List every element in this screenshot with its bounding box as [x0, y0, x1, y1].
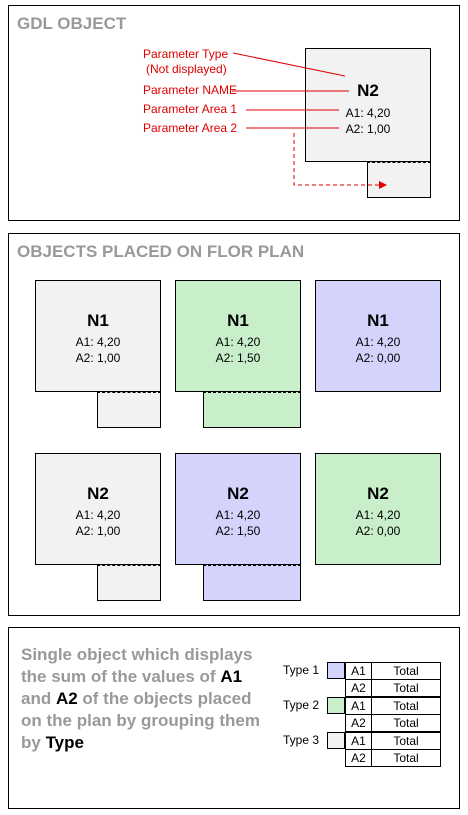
type-label: Type 2 [283, 698, 320, 712]
summary-text-and: and [21, 689, 56, 708]
type-label: Type 3 [283, 733, 320, 747]
floor-object-a1: A1: 4,20 [355, 335, 401, 349]
type-row-key: A2 [345, 714, 372, 732]
floor-object-tab [97, 565, 161, 601]
type-row-key: A1 [345, 662, 372, 680]
floor-object-body [315, 280, 441, 392]
param-type-label: Parameter Type [143, 47, 229, 61]
summary-type-word: Type [45, 733, 84, 752]
type-row-total: Total [371, 749, 441, 767]
floor-object-a1: A1: 4,20 [215, 508, 261, 522]
floor-object-a1: A1: 4,20 [75, 335, 121, 349]
floor-object-a1: A1: 4,20 [355, 508, 401, 522]
type-row-total: Total [371, 697, 441, 715]
floor-object-a2: A2: 1,00 [75, 524, 121, 538]
summary-a1: A1 [220, 667, 243, 686]
floor-object-dash [203, 392, 301, 393]
floor-object-body [315, 453, 441, 565]
gdl-object-dash [367, 162, 431, 163]
floor-object-body [175, 453, 301, 565]
gdl-object-heading: GDL OBJECT [17, 14, 127, 33]
summary-text-prefix: Single object which displays the sum of … [21, 645, 253, 686]
param-name-label: Parameter NAME [143, 83, 238, 97]
floor-object-body [35, 453, 161, 565]
summary-text-mid: of the objects placed on the plan by gro… [21, 689, 260, 752]
gdl-sample-object: N2 A1: 4,20 A2: 1,00 [305, 48, 431, 198]
type-color-swatch [327, 732, 345, 749]
gdl-object-a2: A2: 1,00 [345, 122, 391, 136]
floor-object-tab [203, 565, 301, 601]
floor-object-dash [203, 565, 301, 566]
param-area1-label: Parameter Area 1 [143, 102, 238, 116]
summary-description: Single object which displays the sum of … [21, 644, 269, 754]
floor-object-name: N2 [367, 484, 389, 503]
floor-object-a1: A1: 4,20 [215, 335, 261, 349]
type-row-total: Total [371, 732, 441, 750]
floor-object-name: N1 [367, 311, 389, 330]
gdl-object-panel: GDL OBJECT Parameter Type (Not displayed… [8, 5, 460, 221]
summary-panel: Single object which displays the sum of … [8, 627, 460, 809]
type-row-total: Total [371, 679, 441, 697]
floor-plan-heading: OBJECTS PLACED ON FLOR PLAN [17, 242, 305, 261]
type-row-key: A2 [345, 679, 372, 697]
param-type-note: (Not displayed) [146, 62, 227, 76]
gdl-object-tab [367, 162, 431, 198]
floor-object-a2: A2: 1,50 [215, 524, 261, 538]
floor-object-name: N1 [227, 311, 249, 330]
type-color-swatch [327, 662, 345, 679]
floor-object-a1: A1: 4,20 [75, 508, 121, 522]
floor-object-a2: A2: 0,00 [355, 351, 401, 365]
floor-object-body [175, 280, 301, 392]
gdl-object-name: N2 [357, 81, 379, 100]
floor-object-dash [97, 565, 161, 566]
floor-object-a2: A2: 1,00 [75, 351, 121, 365]
floor-object-tab [97, 392, 161, 428]
floor-object-name: N1 [87, 311, 109, 330]
summary-a2: A2 [55, 689, 78, 708]
floor-object-a2: A2: 1,50 [215, 351, 261, 365]
type-row-total: Total [371, 714, 441, 732]
type-row-total: Total [371, 662, 441, 680]
gdl-object-body [305, 48, 431, 162]
type-label: Type 1 [283, 663, 320, 677]
param-area2-label: Parameter Area 2 [143, 121, 238, 135]
type-row-key: A1 [345, 697, 372, 715]
type-row-key: A2 [345, 749, 372, 767]
floor-object-body [35, 280, 161, 392]
gdl-object-a1: A1: 4,20 [345, 106, 391, 120]
floor-object-a2: A2: 0,00 [355, 524, 401, 538]
type-color-swatch [327, 697, 345, 714]
floor-object-name: N2 [227, 484, 249, 503]
floor-object-dash [97, 392, 161, 393]
floor-object-name: N2 [87, 484, 109, 503]
type-row-key: A1 [345, 732, 372, 750]
floor-object-tab [203, 392, 301, 428]
